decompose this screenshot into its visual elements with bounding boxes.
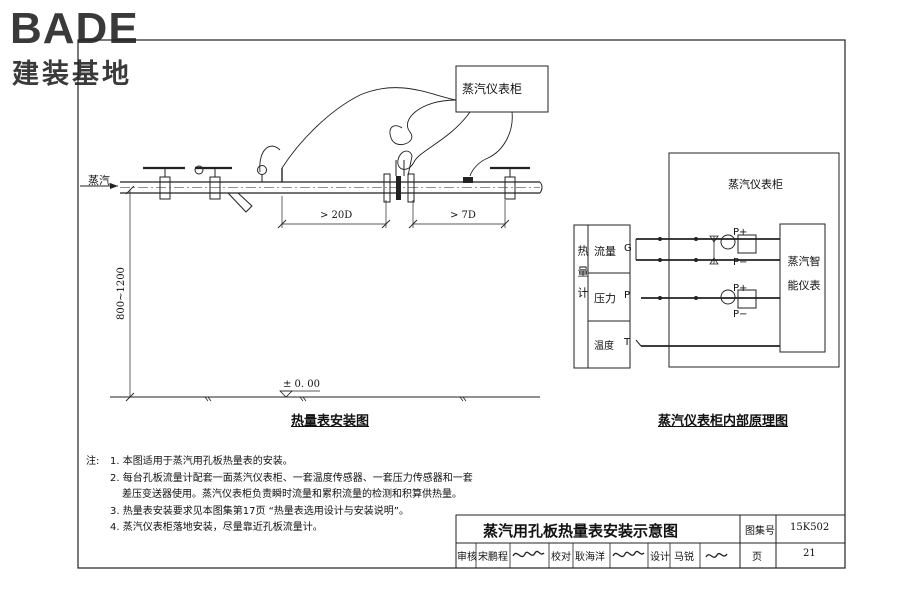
steam-inlet-arrow bbox=[110, 183, 118, 189]
sym-p: P bbox=[624, 290, 631, 301]
dim-20d: > 20D bbox=[320, 210, 353, 221]
flange-right bbox=[407, 173, 415, 203]
p-minus-2: P− bbox=[733, 309, 748, 320]
signature-designer bbox=[705, 552, 728, 558]
title-block bbox=[455, 514, 846, 569]
valve-3 bbox=[504, 176, 516, 200]
cabinet-label: 蒸汽仪表柜 bbox=[462, 82, 523, 96]
logo-subtitle: 建装基地 bbox=[12, 59, 132, 90]
sym-g: G bbox=[624, 243, 632, 254]
review-label: 审核 bbox=[457, 552, 477, 563]
valve-1 bbox=[159, 176, 171, 200]
signature-checker bbox=[612, 550, 645, 558]
cable-2 bbox=[389, 99, 457, 145]
cabinet-box bbox=[455, 65, 549, 113]
atlas-number: 15K502 bbox=[790, 522, 830, 533]
page-number: 21 bbox=[803, 548, 816, 559]
logo-text: BADE bbox=[10, 4, 139, 53]
cable-5 bbox=[259, 145, 281, 173]
pipe-break bbox=[539, 181, 543, 194]
p-minus-1: P− bbox=[733, 257, 748, 268]
principle-cabinet-label: 蒸汽仪表柜 bbox=[728, 178, 783, 191]
dim-height: 800~1200 bbox=[116, 267, 127, 320]
sym-t: T bbox=[624, 337, 631, 348]
strainer bbox=[227, 192, 253, 213]
row-flow: 流量 bbox=[594, 245, 616, 258]
cable-4 bbox=[469, 111, 513, 177]
page-label: 页 bbox=[752, 552, 762, 563]
orifice-plate bbox=[396, 176, 401, 200]
level-label: ± 0. 00 bbox=[283, 379, 321, 390]
cable-3 bbox=[397, 111, 471, 177]
cable-1 bbox=[281, 87, 457, 169]
reviewer-name: 宋鹏程 bbox=[478, 552, 508, 563]
pressure-transmitter bbox=[720, 289, 736, 305]
p-plus-1: P+ bbox=[733, 227, 748, 238]
note-4: 4. 蒸汽仪表柜落地安装，尽量靠近孔板流量计。 bbox=[110, 522, 323, 533]
steam-label: 蒸汽 bbox=[88, 174, 110, 187]
row-pressure: 压力 bbox=[594, 292, 616, 305]
gauge-1 bbox=[194, 165, 204, 175]
level-mark bbox=[279, 390, 293, 398]
drawing-title: 蒸汽用孔板热量表安装示意图 bbox=[483, 522, 679, 540]
dp-transmitter bbox=[720, 234, 736, 250]
design-label: 设计 bbox=[650, 552, 670, 563]
pressure-tap bbox=[463, 177, 473, 183]
checker-name: 耿海洋 bbox=[575, 552, 605, 563]
principle-title: 蒸汽仪表柜内部原理图 bbox=[658, 414, 789, 429]
note-3: 3. 热量表安装要求见本图集第17页 “热量表选用设计与安装说明”。 bbox=[110, 506, 409, 517]
note-2: 2. 每台孔板流量计配套一面蒸汽仪表柜、一套温度传感器、一套压力传感器和一套 bbox=[110, 473, 473, 484]
smart-meter-label: 蒸汽智能仪表 bbox=[787, 255, 821, 292]
atlas-label: 图集号 bbox=[745, 526, 775, 537]
smart-meter-box bbox=[779, 223, 826, 353]
pressure-gauge bbox=[257, 165, 267, 175]
check-label: 校对 bbox=[551, 552, 571, 563]
note-1: 1. 本图适用于蒸汽用孔板热量表的安装。 bbox=[110, 456, 293, 467]
heat-meter-table bbox=[573, 224, 631, 369]
dim-7d: > 7D bbox=[450, 210, 476, 221]
notes-label: 注: bbox=[86, 456, 100, 467]
note-2-cont: 差压变送器使用。蒸汽仪表柜负责瞬时流量和累积流量的检测和积算供热量。 bbox=[122, 489, 462, 500]
p-plus-2: P+ bbox=[733, 283, 748, 294]
signature-reviewer bbox=[512, 550, 545, 558]
flange-left bbox=[383, 173, 391, 203]
designer-name: 马锐 bbox=[674, 552, 694, 563]
heat-meter-label: 热量计 bbox=[576, 245, 589, 308]
valve-2 bbox=[209, 176, 221, 200]
install-title: 热量表安装图 bbox=[291, 414, 370, 429]
row-temperature: 温度 bbox=[594, 341, 614, 352]
